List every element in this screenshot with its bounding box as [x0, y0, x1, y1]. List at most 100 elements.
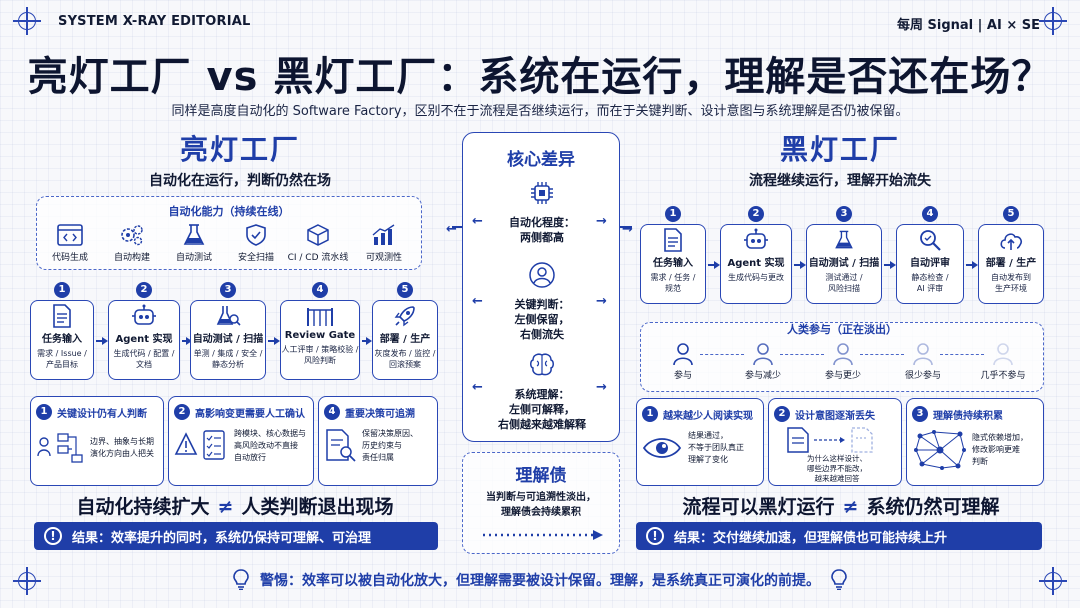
step-number: 4 [312, 282, 328, 298]
right-step-3-content: 3 自动测试 / 扫描 测试通过 / 风险扫描 [808, 206, 880, 293]
right-step-5 [978, 224, 1044, 304]
robot-icon [132, 304, 156, 325]
robot-icon [744, 228, 768, 249]
human-participation-panel: 人类参与（正在淡出） [640, 322, 1044, 392]
brand: SYSTEM X-RAY EDITORIAL [58, 14, 251, 29]
flowchart-icon [37, 433, 83, 463]
step-number: 1 [665, 206, 681, 222]
human-figure: 很少参与 [888, 342, 958, 381]
shield-icon [246, 224, 266, 246]
flow-arrow [182, 337, 192, 344]
flow-arrow [96, 337, 108, 344]
understanding-debt-body: 当判断与可追溯性淡出， 理解债会持续累积 [486, 492, 596, 518]
right-card-2 [768, 398, 902, 486]
flow-arrow [268, 337, 280, 344]
step-number: 5 [1003, 206, 1019, 222]
document-icon [53, 304, 71, 328]
dotted-arrow-icon [483, 530, 603, 540]
capabilities-title: 自动化能力（持续在线） [168, 205, 290, 218]
chart-icon [372, 224, 395, 245]
right-arrow-icon: → [596, 214, 607, 229]
capability-test: 自动测试 [163, 223, 225, 263]
flow-arrow [362, 337, 372, 344]
left-card-1 [30, 396, 164, 486]
human-figure: 参与减少 [728, 342, 798, 381]
center-item-automation: 自动化程度： 两侧都高 [463, 179, 621, 245]
left-step-4-content: 4 Review Gate 人工评审 / 策略校验 / 风险判断 [281, 282, 359, 365]
step-number: 1 [54, 282, 70, 298]
center-item-understanding: 系统理解： 左侧可解释， 右侧越来越难解释 [463, 351, 621, 432]
capability-cicd: CI / CD 流水线 [287, 223, 349, 263]
right-step-3 [806, 224, 882, 304]
core-difference-title: 核心差异 [507, 150, 575, 170]
left-step-2 [108, 300, 180, 380]
left-card-3 [318, 396, 438, 486]
left-step-1-content: 1 任务输入 需求 / Issue / 产品目标 [37, 282, 87, 369]
right-step-5-content: 5 部署 / 生产 自动发布到 生产环境 [985, 206, 1037, 293]
human-participation-title: 人类参与（正在淡出） [787, 323, 897, 336]
right-arrow-icon: → [596, 380, 607, 395]
magnifier-icon [920, 230, 941, 251]
flask-icon [183, 224, 205, 245]
step-number: 2 [748, 206, 764, 222]
flow-arrow [708, 261, 720, 268]
step-number: 3 [836, 206, 852, 222]
step-number: 3 [220, 282, 236, 298]
left-step-3-content: 3 自动测试 / 扫描 单测 / 集成 / 安全 / 静态分析 [192, 282, 264, 369]
human-figure: 参与 [648, 342, 718, 381]
fading-arrow [940, 354, 984, 355]
corner-crosshair-icon [13, 567, 41, 595]
step-number: 2 [136, 282, 152, 298]
code-window-icon [57, 224, 83, 246]
network-icon [914, 430, 966, 470]
tagline: 每周 Signal | AI × SE [896, 18, 1040, 33]
left-title: 亮灯工厂 [179, 133, 300, 166]
human-figure: 参与更少 [808, 342, 878, 381]
corner-crosshair-icon [1039, 567, 1067, 595]
capability-observability: 可观测性 [353, 223, 415, 263]
rocket-icon [394, 306, 415, 327]
right-arrow-icon: → [622, 222, 633, 237]
core-difference-panel: 核心差异 自动化程度： 两侧都高 关键判断： 左侧保留， 右侧流失 系统理解： … [462, 132, 620, 442]
capabilities-panel: 自动化能力（持续在线） 代码生成 自动构建 自动测试 安全扫描 CI / CD … [36, 196, 422, 270]
footer-warning: 警惕：效率可以被自动化放大，但理解需要被设计保留。理解，是系统真正可演化的前提。 [0, 568, 1080, 594]
fading-document-icon [787, 427, 873, 453]
fading-arrow [700, 354, 744, 355]
left-card-2 [168, 396, 314, 486]
connector-line [620, 226, 632, 228]
flow-arrow [884, 261, 896, 268]
warning-checklist-icon [174, 430, 225, 460]
lightbulb-icon [830, 568, 848, 594]
cube-icon [307, 224, 329, 246]
step-number: 4 [922, 206, 938, 222]
gears-icon [121, 225, 143, 246]
left-step-5 [372, 300, 438, 380]
chip-icon [531, 182, 553, 204]
document-search-icon [326, 429, 356, 462]
right-step-2-content: 2 Agent 实现 生成代码与更改 [727, 206, 785, 282]
gate-icon [307, 308, 333, 326]
left-arrow-icon: ← [446, 222, 457, 237]
person-icon [753, 343, 773, 366]
step-number: 5 [397, 282, 413, 298]
right-step-2 [720, 224, 792, 304]
flask-search-icon [216, 306, 241, 326]
flask-icon [835, 230, 853, 249]
fading-arrow [780, 354, 824, 355]
document-icon [664, 228, 682, 252]
left-arrow-icon: ← [472, 380, 483, 395]
connector-line [452, 226, 462, 228]
left-arrow-icon: ← [472, 214, 483, 229]
lightbulb-icon [232, 568, 250, 594]
fading-arrow [860, 354, 904, 355]
page-subtitle: 同样是高度自动化的 Software Factory，区别不在于流程是否继续运行… [171, 104, 909, 119]
capability-security: 安全扫描 [225, 223, 287, 263]
page-title: 亮灯工厂 vs 黑灯工厂：系统在运行，理解是否还在场？ [27, 54, 1053, 100]
right-step-4-content: 4 自动评审 静态检查 / AI 评审 [910, 206, 950, 293]
flow-arrow [966, 261, 978, 268]
left-statement: 自动化持续扩大≠人类判断退出现场 [76, 496, 394, 518]
